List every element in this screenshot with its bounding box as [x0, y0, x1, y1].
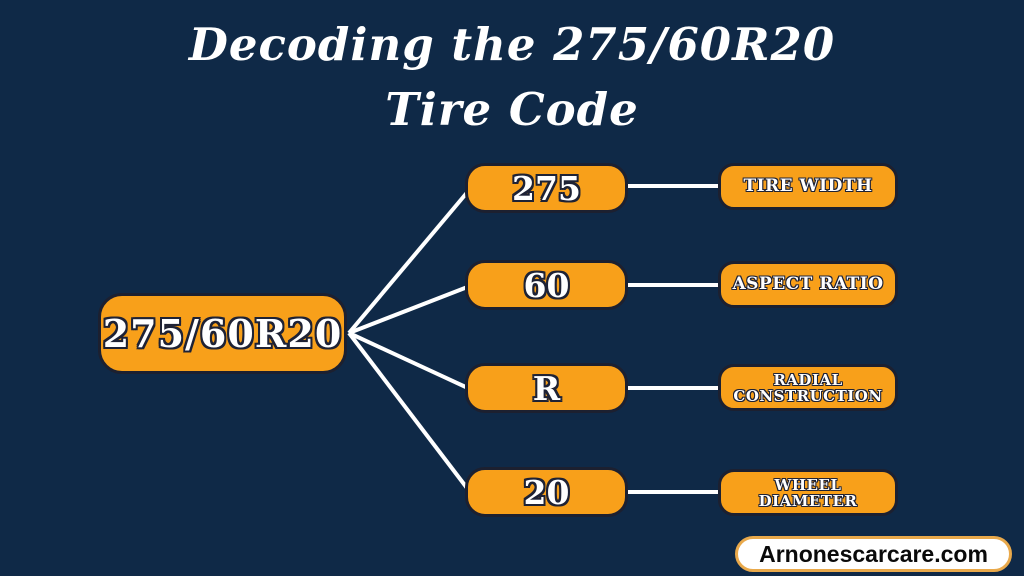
code-box-275: 275	[465, 163, 628, 213]
code-box-20: 20	[465, 467, 628, 517]
code-label: 60	[523, 265, 570, 305]
root-code-box: 275/60R20	[98, 293, 347, 374]
meaning-label: CONSTRUCTION	[733, 386, 883, 405]
meaning-box-tire-width: TIRE WIDTH	[718, 163, 898, 210]
meaning-label: TIRE WIDTH	[743, 176, 873, 196]
code-box-60: 60	[465, 260, 628, 310]
page-title-line2: Tire Code	[385, 83, 639, 136]
code-label: R	[532, 368, 561, 408]
meaning-box-radial-construction: RADIAL CONSTRUCTION	[718, 364, 898, 411]
code-box-r: R	[465, 363, 628, 413]
page-title-line1: Decoding the 275/60R20	[188, 18, 836, 71]
website-badge: Arnonescarcare.com	[735, 536, 1012, 572]
meaning-box-aspect-ratio: ASPECT RATIO	[718, 261, 898, 308]
root-code-label: 275/60R20	[102, 311, 343, 356]
meaning-label: WHEEL	[774, 475, 842, 494]
code-label: 20	[523, 472, 570, 512]
meaning-label: ASPECT RATIO	[732, 274, 884, 294]
website-label: Arnonescarcare.com	[759, 540, 988, 567]
code-label: 275	[512, 168, 581, 208]
meaning-label: DIAMETER	[758, 491, 858, 510]
meaning-box-wheel-diameter: WHEEL DIAMETER	[718, 469, 898, 516]
page-title: Decoding the 275/60R20 Tire Code	[0, 12, 1024, 142]
meaning-label: RADIAL	[773, 370, 843, 389]
